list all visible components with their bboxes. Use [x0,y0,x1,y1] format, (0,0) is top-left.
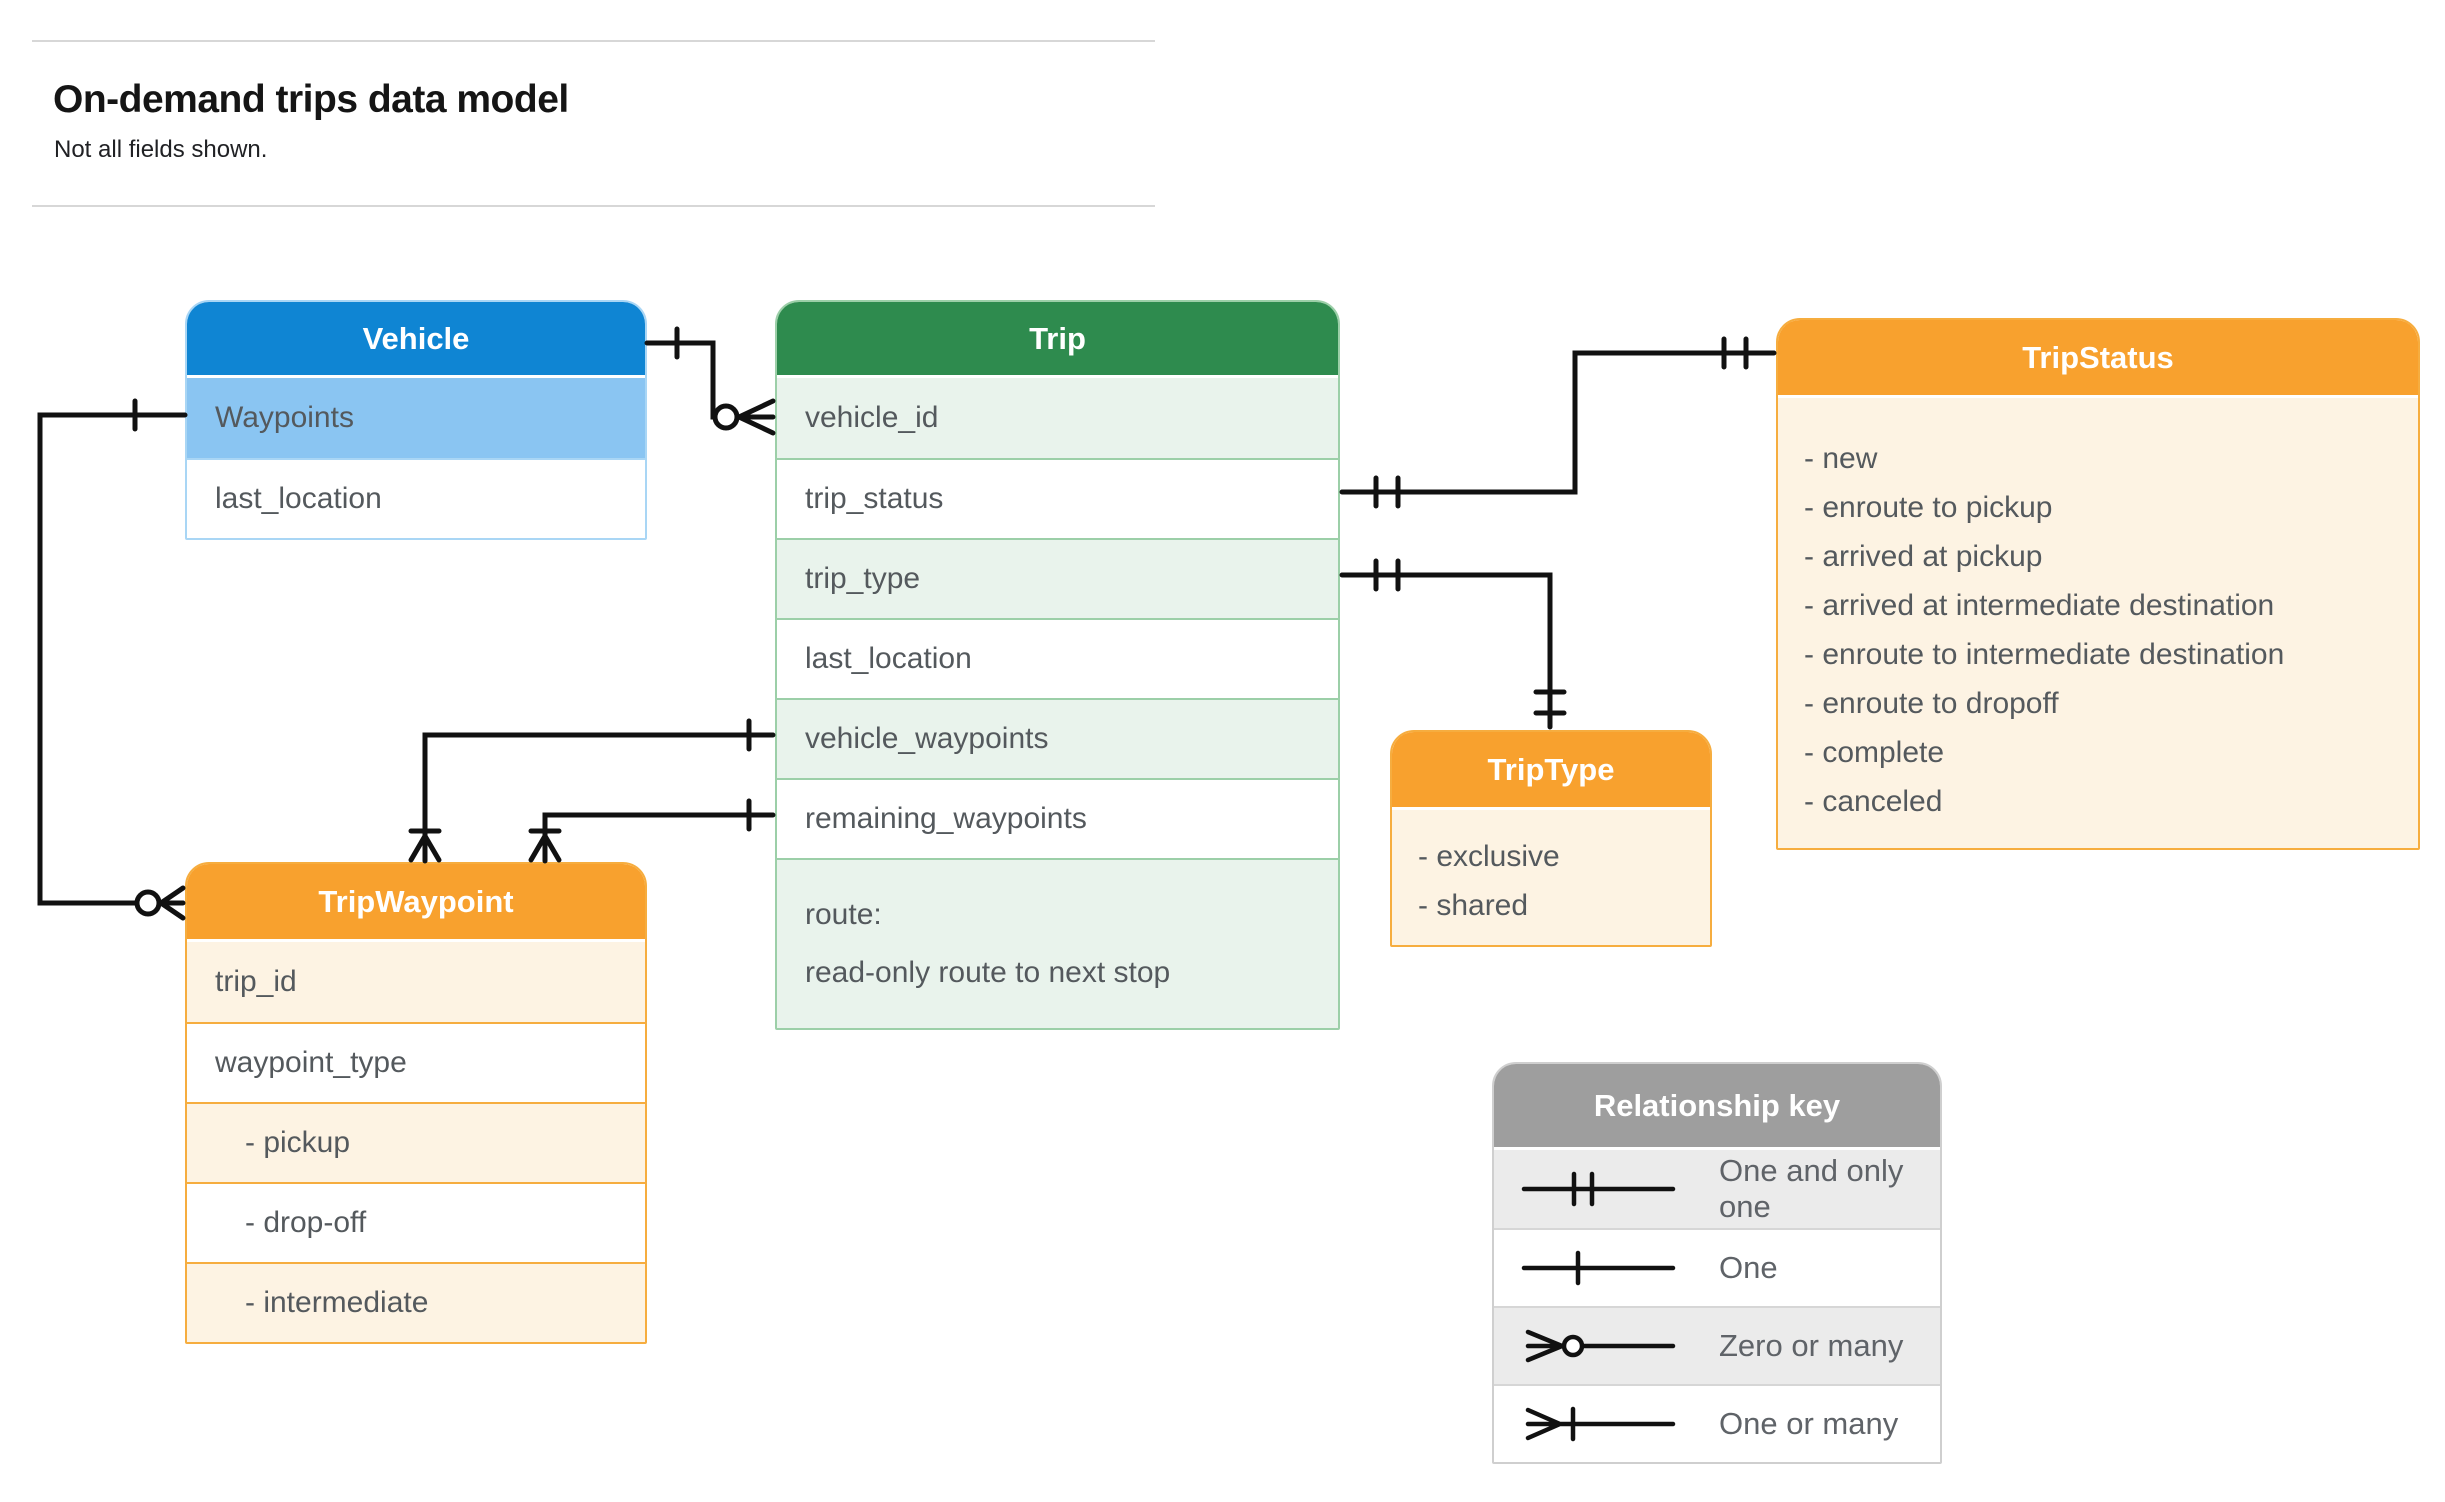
connector-trip-status-to-trip-status-entity [1339,336,1777,509]
trip-type-values: - exclusive - shared [1392,810,1710,945]
entity-trip-status: TripStatus - new - enroute to pickup - a… [1776,318,2420,850]
legend-item-one-and-only-one: One and only one [1494,1150,1940,1228]
legend-item-label: Zero or many [1719,1328,1904,1363]
trip-status-value: - enroute to dropoff [1804,687,2059,720]
entity-trip-waypoint-header: TripWaypoint [187,864,645,942]
connector-remaining-waypoints-to-trip-waypoint [528,798,776,864]
legend-item-one-or-many: One or many [1494,1384,1940,1462]
page-title: On-demand trips data model [53,78,569,121]
entity-vehicle-title: Vehicle [362,320,470,356]
vehicle-field-waypoints: Waypoints [187,378,645,458]
legend-item-zero-or-many: Zero or many [1494,1306,1940,1384]
entity-trip: Trip vehicle_id trip_status trip_type la… [775,300,1340,1030]
trip-waypoint-value-intermediate: - intermediate [187,1262,645,1342]
entity-trip-header: Trip [777,302,1338,378]
trip-status-value: - enroute to pickup [1804,491,2053,524]
trip-status-values: - new - enroute to pickup - arrived at p… [1778,398,2418,848]
trip-type-value: - exclusive [1418,840,1560,873]
legend-item-label: One [1719,1250,1778,1285]
trip-field-trip-type: trip_type [777,538,1338,618]
trip-waypoint-value-drop-off: - drop-off [187,1182,645,1262]
legend-item-label: One or many [1719,1406,1899,1441]
connector-trip-type-to-trip-type-entity [1339,558,1567,730]
entity-trip-status-title: TripStatus [2022,339,2174,375]
one-and-only-one-symbol [1521,1171,1676,1207]
trip-status-value: - canceled [1804,785,1943,818]
connector-vehicle-waypoints-to-trip-waypoint [37,398,188,921]
trip-field-remaining-waypoints: remaining_waypoints [777,778,1338,858]
trip-field-vehicle-id: vehicle_id [777,378,1338,458]
entity-vehicle-header: Vehicle [187,302,645,378]
vehicle-field-last-location: last_location [187,458,645,538]
entity-trip-title: Trip [1029,320,1086,356]
zero-or-many-symbol [1525,1329,1676,1363]
connector-vehicle-waypoints-field-to-trip-waypoint [408,718,776,864]
entity-trip-status-header: TripStatus [1778,320,2418,398]
relationship-key: Relationship key One and only one One Ze… [1492,1062,1942,1464]
connector-vehicle-to-trip [644,326,776,436]
trip-field-vehicle-waypoints: vehicle_waypoints [777,698,1338,778]
entity-vehicle: Vehicle Waypoints last_location [185,300,647,540]
top-divider [32,40,1155,42]
trip-waypoint-value-pickup: - pickup [187,1102,645,1182]
relationship-key-title: Relationship key [1593,1087,1841,1123]
trip-waypoint-field-trip-id: trip_id [187,942,645,1022]
trip-status-value: - complete [1804,736,1945,769]
entity-trip-type-header: TripType [1392,732,1710,810]
trip-status-value: - arrived at intermediate destination [1804,589,2275,622]
page-subtitle: Not all fields shown. [54,136,268,163]
relationship-key-header: Relationship key [1494,1064,1940,1150]
trip-status-value: - arrived at pickup [1804,540,2043,573]
one-symbol [1521,1250,1676,1286]
legend-item-label: One and only one [1719,1153,1904,1224]
trip-status-value: - enroute to intermediate destination [1804,638,2285,671]
entity-trip-type-title: TripType [1487,751,1615,787]
header-divider [32,205,1155,207]
trip-waypoint-field-waypoint-type: waypoint_type [187,1022,645,1102]
trip-field-route: route: read-only route to next stop [777,858,1338,1028]
trip-route-label: route: [805,898,882,931]
trip-field-trip-status: trip_status [777,458,1338,538]
trip-type-value: - shared [1418,889,1529,922]
entity-trip-waypoint-title: TripWaypoint [318,883,514,919]
entity-trip-type: TripType - exclusive - shared [1390,730,1712,947]
legend-item-one: One [1494,1228,1940,1306]
entity-trip-waypoint: TripWaypoint trip_id waypoint_type - pic… [185,862,647,1344]
trip-status-value: - new [1804,442,1878,475]
trip-field-last-location: last_location [777,618,1338,698]
one-or-many-symbol [1525,1406,1676,1442]
trip-route-description: read-only route to next stop [805,956,1171,989]
